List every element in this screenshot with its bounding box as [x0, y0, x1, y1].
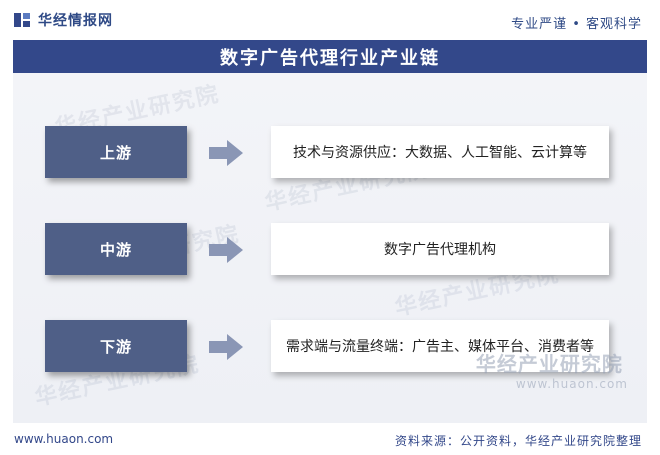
brand-watermark-cn: 华经产业研究院 — [475, 352, 623, 376]
stage-label: 下游 — [99, 337, 132, 356]
brand-watermark-en: www.huaon.com — [515, 377, 628, 391]
diagram-panel: 华经产业研究院 华经产业研究院 华经产业研究院 华经产业研究院 华经产业研究院 … — [13, 73, 647, 423]
stage-box: 上游 — [45, 126, 187, 178]
brand-watermark: 华经产业研究院 www.huaon.com — [476, 348, 628, 391]
logo: 华经情报网 — [14, 10, 113, 30]
header: 华经情报网 专业严谨 • 客观科学 — [0, 0, 660, 40]
page-title: 数字广告代理行业产业链 — [220, 47, 440, 69]
title-bar: 数字广告代理行业产业链 — [13, 40, 647, 73]
stage-box: 下游 — [45, 320, 187, 372]
chain-row-midstream: 中游 数字广告代理机构 — [13, 223, 647, 275]
footer-url[interactable]: www.huaon.com — [14, 432, 114, 446]
arrow-right-icon — [209, 237, 243, 263]
slogan: 专业严谨 • 客观科学 — [511, 17, 642, 32]
logo-name: 华经情报网 — [38, 13, 113, 29]
description-box: 需求端与流量终端：广告主、媒体平台、消费者等 — [271, 320, 609, 372]
arrow-right-icon — [209, 140, 243, 166]
logo-icon — [14, 11, 32, 29]
stage-label: 中游 — [99, 240, 132, 259]
footer-source: 资料来源：公开资料，华经产业研究院整理 — [394, 434, 642, 448]
chain-row-upstream: 上游 技术与资源供应：大数据、人工智能、云计算等 — [13, 126, 647, 178]
stage-label: 上游 — [99, 143, 132, 162]
description-box: 技术与资源供应：大数据、人工智能、云计算等 — [271, 126, 609, 178]
description-text: 数字广告代理机构 — [384, 242, 496, 258]
footer: www.huaon.com 资料来源：公开资料，华经产业研究院整理 — [0, 423, 660, 455]
stage-box: 中游 — [45, 223, 187, 275]
description-text: 技术与资源供应：大数据、人工智能、云计算等 — [293, 145, 587, 161]
description-text: 需求端与流量终端：广告主、媒体平台、消费者等 — [286, 339, 594, 355]
description-box: 数字广告代理机构 — [271, 223, 609, 275]
arrow-right-icon — [209, 334, 243, 360]
chain-row-downstream: 下游 需求端与流量终端：广告主、媒体平台、消费者等 — [13, 320, 647, 372]
